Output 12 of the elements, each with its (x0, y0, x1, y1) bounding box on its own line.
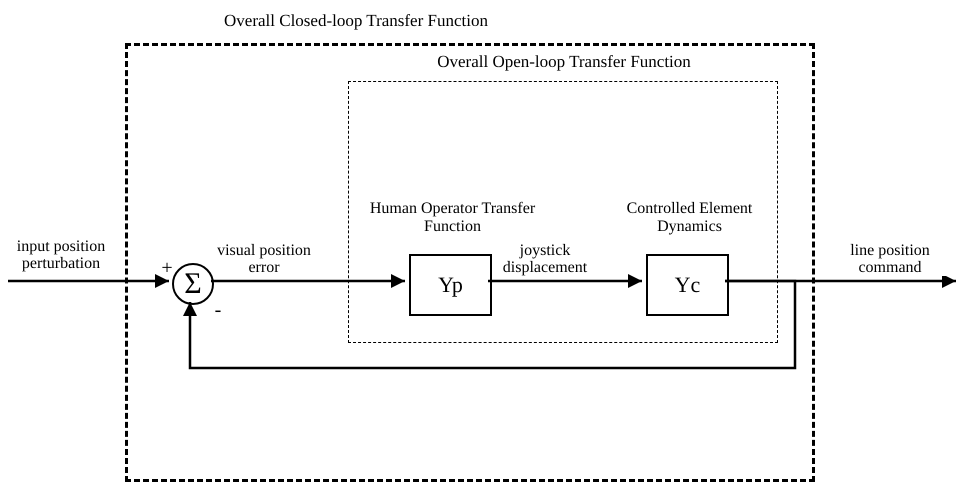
sign-label: + (160, 259, 174, 277)
block-label: Yp (438, 274, 463, 296)
signal-arrow (8, 274, 169, 288)
block-label: Yc (674, 274, 700, 296)
block-title: Human Operator Transfer Function (368, 200, 536, 236)
sigma-symbol: Σ (184, 269, 202, 299)
block-title: Controlled Element Dynamics (626, 200, 754, 236)
region-title: Overall Open-loop Transfer Function (436, 52, 692, 72)
sign-label: - (214, 301, 222, 319)
signal-arrow (488, 274, 642, 288)
region-title: Overall Closed-loop Transfer Function (223, 11, 489, 31)
signal-arrow (211, 274, 405, 288)
